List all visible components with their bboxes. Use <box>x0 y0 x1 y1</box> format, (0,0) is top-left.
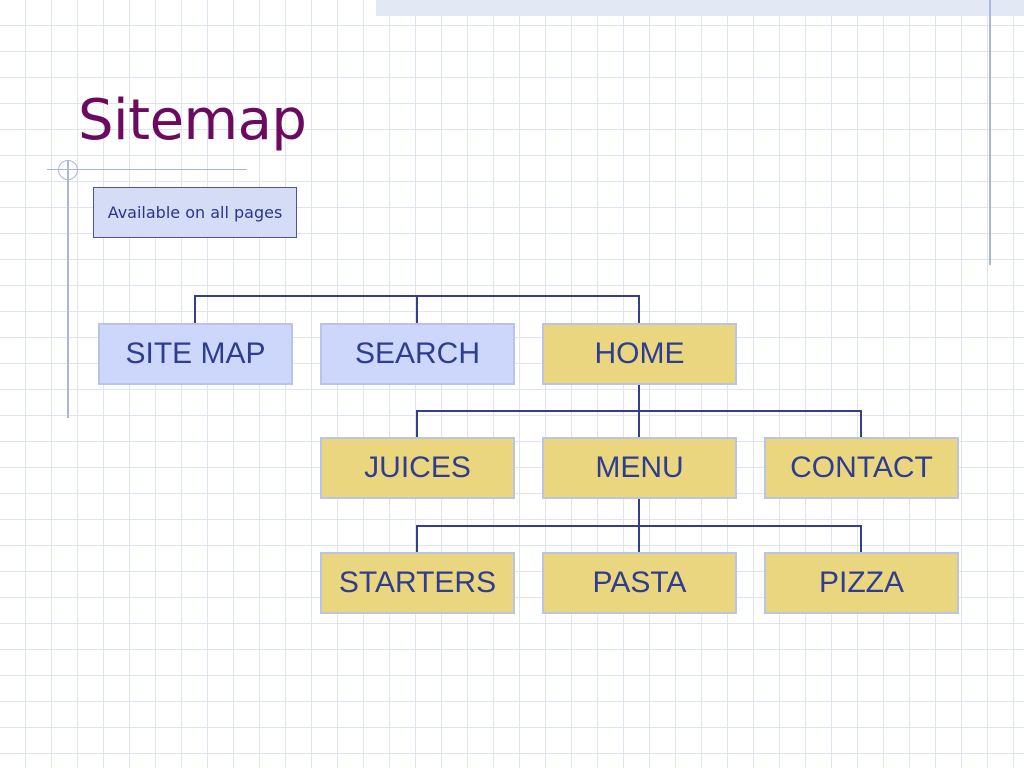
node-pizza: PIZZA <box>764 552 959 614</box>
node-menu: MENU <box>542 437 737 499</box>
right-decorative-rule <box>989 0 991 265</box>
node-contact: CONTACT <box>764 437 959 499</box>
node-juices: JUICES <box>320 437 515 499</box>
title-bullet-circle-icon <box>58 160 78 180</box>
connector-menu-to-level2 <box>416 499 862 553</box>
connector-home-to-level1 <box>416 385 862 438</box>
node-home: HOME <box>542 323 737 385</box>
node-pasta: PASTA <box>542 552 737 614</box>
note-available-on-all-pages: Available on all pages <box>93 187 297 238</box>
left-decorative-rule <box>67 160 69 418</box>
connector-global-pages <box>194 295 640 324</box>
node-site-map: SITE MAP <box>98 323 293 385</box>
page-title: Sitemap <box>78 88 307 153</box>
node-starters: STARTERS <box>320 552 515 614</box>
title-underline-rule <box>47 169 247 170</box>
node-search: SEARCH <box>320 323 515 385</box>
header-band <box>376 0 1024 16</box>
